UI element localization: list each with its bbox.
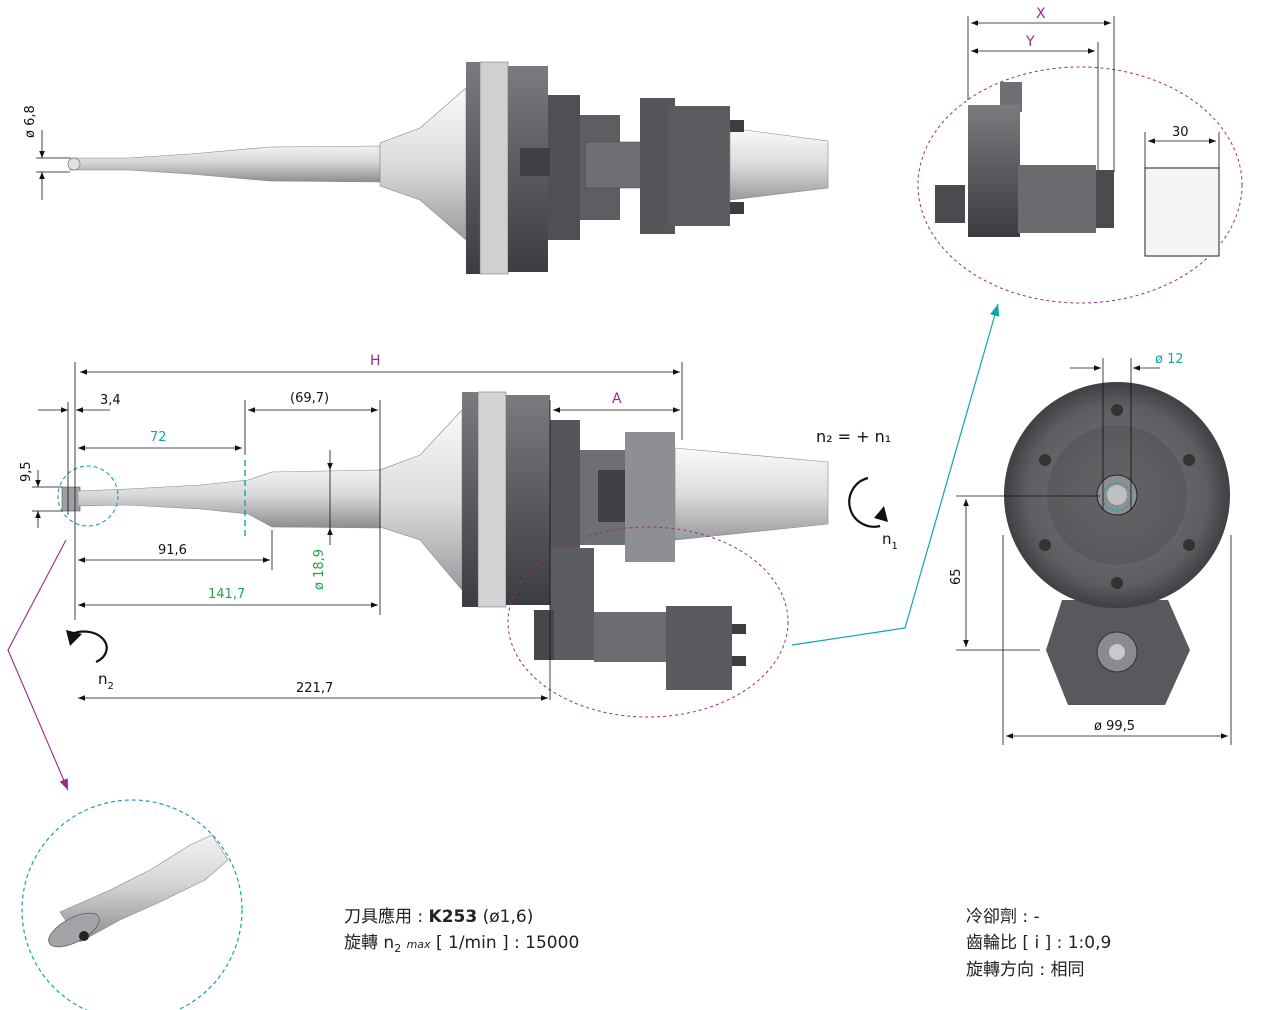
dim-18-9: ø 18,9 (312, 549, 327, 590)
dim-141-7: 141,7 (208, 587, 245, 602)
dim-221-7: 221,7 (296, 681, 333, 696)
tip-detail-circle (21, 799, 243, 1010)
dim-3-4: 3,4 (100, 393, 121, 408)
rotation-n1-arrow (848, 476, 888, 528)
dim-99-5: ø 99,5 (1094, 719, 1135, 734)
leader-to-detail (7, 539, 69, 791)
dim-A: A (612, 391, 622, 407)
leader-to-top-right (791, 303, 1000, 646)
dim-72: 72 (150, 430, 167, 445)
dim-69-7: (69,7) (290, 391, 329, 406)
end-view-drawing (1004, 382, 1230, 705)
label-tip-diameter: ø 6,8 (23, 105, 38, 138)
dim-top-tip-diameter: ø 6,8 (23, 105, 70, 200)
tip-detail-drawing (48, 834, 229, 948)
specs-left: 刀具應用 : K253 (ø1,6) 旋轉 n2 max [ 1/min ] :… (344, 904, 579, 957)
side-unit-detail-outline (917, 66, 1243, 304)
tip-detail-marker (57, 465, 119, 527)
dim-Y: Y (1025, 34, 1035, 50)
dim-12: ø 12 (1155, 352, 1184, 367)
gear-ratio-line: 齒輪比 [ i ] : 1:0,9 (966, 933, 1112, 954)
dim-end-view (956, 358, 1232, 745)
dim-side-view (32, 362, 683, 701)
dim-H: H (370, 353, 381, 369)
dim-right-top (967, 16, 1220, 172)
top-view-tool (67, 61, 829, 275)
rotation-n2-label: n2 (98, 670, 114, 692)
speed-line: 旋轉 n2 max [ 1/min ] : 15000 (344, 933, 580, 956)
dim-30: 30 (1172, 125, 1189, 140)
dim-65: 65 (949, 568, 964, 585)
dim-91-6: 91,6 (158, 543, 187, 558)
specs-right: 冷卻劑 : - 齒輪比 [ i ] : 1:0,9 旋轉方向 : 相同 (966, 904, 1111, 983)
coolant-line: 冷卻劑 : - (966, 907, 1040, 927)
dim-X: X (1036, 6, 1046, 22)
rotation-n1-label: n1 (882, 530, 898, 552)
rotation-n2-arrow (66, 630, 108, 664)
rotation-direction-line: 旋轉方向 : 相同 (966, 959, 1085, 980)
tool-code: K253 (428, 907, 478, 927)
tool-application-line: 刀具應用 : K253 (ø1,6) (344, 907, 534, 927)
side-view-tool (61, 391, 829, 690)
dim-9-5: 9,5 (19, 461, 34, 482)
side-unit-marker (507, 526, 789, 718)
rotation-equation: n₂ = + n₁ (816, 427, 891, 446)
side-unit-detail-drawing (935, 82, 1220, 257)
